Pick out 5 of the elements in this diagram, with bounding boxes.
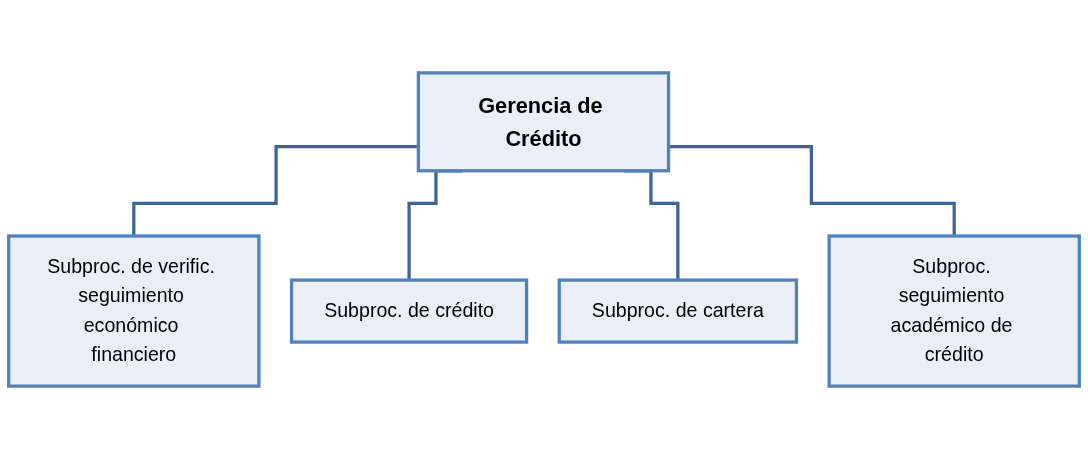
node-box: Subproc. de crédito xyxy=(289,278,529,344)
node-box: Subproc. de verific. seguimiento económico financiero xyxy=(7,234,261,388)
node-box: Subproc. de cartera xyxy=(557,278,799,344)
node-box: Subproc. seguimiento académico de crédito xyxy=(827,234,1081,388)
node-box: Gerencia de Crédito xyxy=(416,71,671,173)
